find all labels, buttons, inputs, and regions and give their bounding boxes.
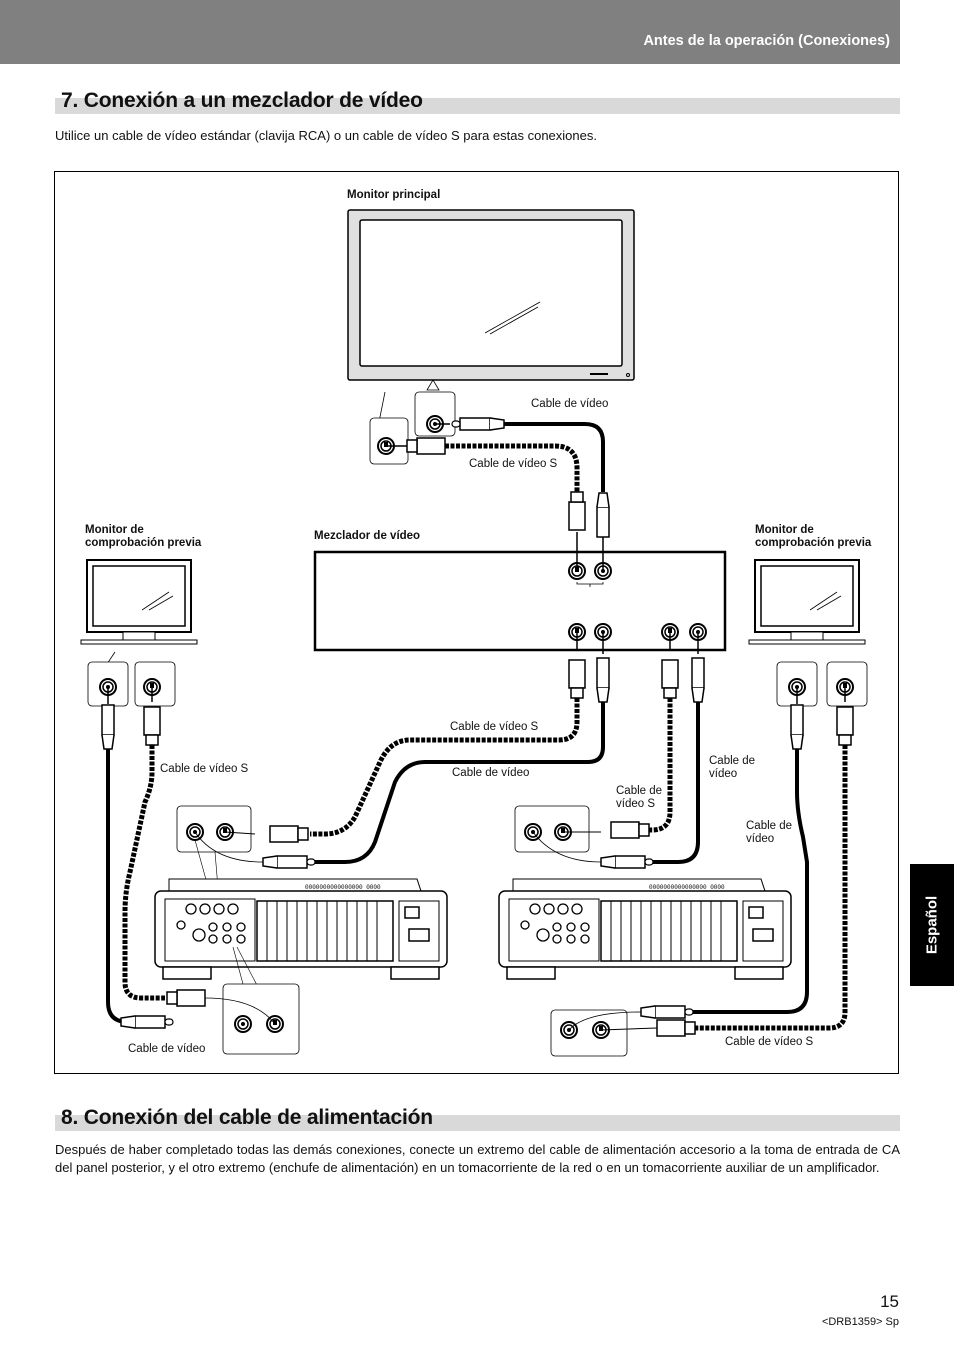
- section7-intro: Utilice un cable de vídeo estándar (clav…: [55, 128, 597, 143]
- left-preview-monitor: [80, 559, 198, 707]
- document-id: <DRB1359> Sp: [821, 1316, 899, 1328]
- diagram-drawing: 0000000000000000 0000: [80, 209, 868, 1057]
- label-left-preview-svideo-cable: Cable de vídeo S: [160, 763, 249, 775]
- label-mixer-right-video-cable: Cable de vídeo: [709, 755, 756, 780]
- main-monitor-jacks: [369, 379, 456, 465]
- label-main-video-cable: Cable de vídeo: [531, 398, 609, 410]
- connection-diagram: 0000000000000000 0000: [54, 171, 899, 1074]
- mixer-right-svideo-cable: [610, 632, 679, 839]
- label-main-monitor: Monitor principal: [347, 189, 441, 201]
- label-left-preview-monitor: Monitor de comprobación previa: [85, 524, 202, 549]
- left-preview-svideo-cable: [122, 687, 206, 1007]
- right-preview-video-cable: [640, 687, 809, 1019]
- section7-heading: 7. Conexión a un mezclador de vídeo: [55, 80, 900, 114]
- language-tab: Español: [910, 864, 954, 986]
- left-player-unit: [154, 805, 448, 1055]
- section8-body: Después de haber completado todas las de…: [55, 1142, 900, 1175]
- main-monitor: [347, 209, 635, 381]
- video-mixer: [313, 532, 727, 652]
- mixer-left-video-cable: [262, 632, 610, 869]
- heading-underlay: [55, 98, 900, 114]
- main-svideo-cable: [386, 437, 586, 531]
- left-preview-video-cable: [101, 687, 174, 1029]
- language-tab-label: Español: [923, 895, 941, 955]
- heading-underlay: [55, 1115, 900, 1131]
- section8-heading: 8. Conexión del cable de alimentación: [55, 1097, 900, 1131]
- label-right-preview-video-cable: Cable de vídeo: [746, 820, 793, 845]
- label-mixer-right-svideo-cable: Cable de vídeo S: [616, 785, 663, 810]
- page-number: 15: [880, 1292, 899, 1311]
- label-right-preview-monitor: Monitor de comprobación previa: [755, 524, 872, 549]
- label-left-unit-video-cable: Cable de vídeo: [128, 1043, 206, 1055]
- label-right-unit-svideo-cable: Cable de vídeo S: [725, 1036, 814, 1048]
- section7-title: 7. Conexión a un mezclador de vídeo: [61, 89, 423, 112]
- section-header-label: Antes de la operación (Conexiones): [643, 33, 890, 49]
- right-preview-monitor: [748, 559, 868, 707]
- right-preview-svideo-cable: [656, 687, 854, 1037]
- label-video-mixer: Mezclador de vídeo: [314, 530, 421, 542]
- label-mixer-left-svideo-cable: Cable de vídeo S: [450, 721, 539, 733]
- label-mixer-left-video-cable: Cable de vídeo: [452, 767, 530, 779]
- header-bar: Antes de la operación (Conexiones): [0, 0, 900, 64]
- section8-title: 8. Conexión del cable de alimentación: [61, 1106, 433, 1129]
- label-main-svideo-cable: Cable de vídeo S: [469, 458, 558, 470]
- mixer-right-video-cable: [600, 632, 705, 869]
- mixer-left-svideo-cable: [269, 632, 586, 843]
- right-player-unit: [498, 805, 792, 1057]
- main-video-cable: [435, 417, 610, 538]
